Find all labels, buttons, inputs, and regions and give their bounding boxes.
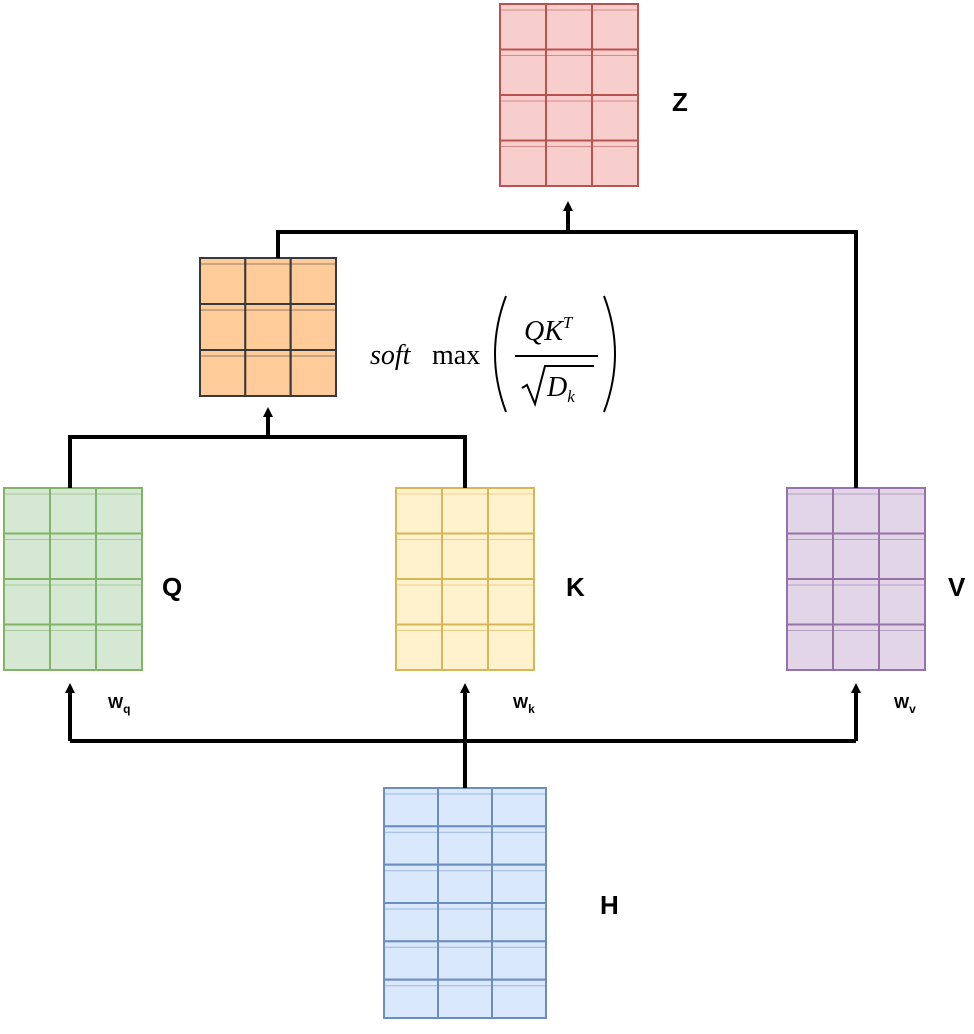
matrix-v-cell bbox=[878, 578, 926, 626]
matrix-q-cell bbox=[49, 487, 97, 535]
matrix-q-cell bbox=[3, 487, 51, 535]
matrix-z-cell bbox=[591, 94, 639, 142]
matrix-z-cell bbox=[591, 48, 639, 96]
matrix-v-cell bbox=[878, 487, 926, 535]
label-v: V bbox=[948, 572, 966, 602]
matrix-k-cell bbox=[487, 487, 535, 535]
matrix-v-cell bbox=[832, 623, 880, 671]
matrix-q-cell bbox=[95, 623, 143, 671]
weight-label-wq: Wq bbox=[108, 695, 130, 716]
matrix-q-cell bbox=[95, 487, 143, 535]
matrix-attn-cell bbox=[199, 303, 247, 351]
matrix-attention-scores bbox=[199, 257, 338, 397]
matrix-z-cell bbox=[499, 94, 547, 142]
matrix-z-cell bbox=[499, 48, 547, 96]
matrix-q-cell bbox=[3, 532, 51, 580]
connector-q-k-join bbox=[68, 435, 467, 488]
formula-denominator-sub: k bbox=[567, 387, 575, 406]
matrix-k-cell bbox=[487, 623, 535, 671]
matrix-q-cell bbox=[49, 578, 97, 626]
formula-sqrt-sign bbox=[521, 365, 594, 408]
matrix-z-cell bbox=[499, 3, 547, 51]
label-z: Z bbox=[672, 87, 688, 117]
matrix-k-cell bbox=[395, 487, 443, 535]
matrix-k bbox=[395, 487, 535, 671]
matrix-z-cell bbox=[545, 94, 593, 142]
formula-denominator-main: D bbox=[546, 372, 567, 403]
matrix-q-cell bbox=[49, 623, 97, 671]
matrix-k-cell bbox=[395, 532, 443, 580]
matrix-v-cell bbox=[878, 532, 926, 580]
matrix-v-cell bbox=[786, 532, 834, 580]
matrix-q-cell bbox=[3, 578, 51, 626]
matrix-z bbox=[499, 3, 639, 187]
label-q: Q bbox=[162, 572, 182, 602]
matrix-v-cell bbox=[832, 487, 880, 535]
matrix-attn-cell bbox=[289, 349, 338, 397]
matrix-v-cell bbox=[878, 623, 926, 671]
matrix-h bbox=[383, 787, 547, 1020]
matrix-z-cell bbox=[545, 3, 593, 51]
weight-label-wk: Wk bbox=[513, 695, 535, 716]
matrix-k-cell bbox=[441, 623, 489, 671]
matrix-k-cell bbox=[441, 532, 489, 580]
connector-scores-v-join bbox=[276, 230, 858, 488]
matrix-v-cell bbox=[786, 623, 834, 671]
softmax-formula: soft max QKT Dk bbox=[370, 295, 616, 413]
connectors bbox=[65, 201, 861, 788]
formula-numerator-main: QK bbox=[524, 316, 564, 347]
matrix-attn-cell bbox=[289, 303, 338, 351]
matrix-q bbox=[3, 487, 143, 671]
matrix-v bbox=[786, 487, 926, 671]
weight-wv-sub: v bbox=[909, 702, 916, 716]
weight-label-wv: Wv bbox=[894, 695, 916, 716]
matrix-k-cell bbox=[441, 578, 489, 626]
weight-wq-main: W bbox=[108, 695, 124, 712]
weight-wk-sub: k bbox=[528, 702, 535, 716]
label-k: K bbox=[566, 572, 585, 602]
matrix-attn-cell bbox=[244, 303, 292, 351]
matrix-k-cell bbox=[487, 532, 535, 580]
formula-numerator: QKT bbox=[524, 313, 574, 347]
matrix-v-cell bbox=[832, 578, 880, 626]
weight-wq-sub: q bbox=[123, 702, 130, 716]
matrix-attn-cell bbox=[199, 349, 247, 397]
formula-left-paren bbox=[494, 295, 507, 413]
matrix-z-cell bbox=[545, 48, 593, 96]
matrix-v-cell bbox=[786, 578, 834, 626]
weight-wv-main: W bbox=[894, 695, 910, 712]
matrix-k-cell bbox=[395, 578, 443, 626]
matrix-attn-cell bbox=[199, 257, 247, 305]
weight-wk-main: W bbox=[513, 695, 529, 712]
formula-soft: soft bbox=[370, 340, 412, 371]
matrix-v-cell bbox=[786, 487, 834, 535]
matrix-q-cell bbox=[95, 532, 143, 580]
matrix-k-cell bbox=[395, 623, 443, 671]
formula-right-paren bbox=[603, 295, 616, 413]
label-h: H bbox=[600, 890, 619, 920]
matrix-attn-cell bbox=[244, 257, 292, 305]
formula-numerator-sup: T bbox=[563, 313, 574, 332]
matrix-z-cell bbox=[591, 139, 639, 187]
formula-max: max bbox=[432, 340, 480, 371]
matrix-v-cell bbox=[832, 532, 880, 580]
formula-denominator: Dk bbox=[546, 372, 575, 406]
matrix-k-cell bbox=[441, 487, 489, 535]
matrix-q-cell bbox=[49, 532, 97, 580]
matrix-attn-cell bbox=[244, 349, 292, 397]
matrix-q-cell bbox=[3, 623, 51, 671]
matrix-z-cell bbox=[545, 139, 593, 187]
matrix-k-cell bbox=[487, 578, 535, 626]
matrix-z-cell bbox=[499, 139, 547, 187]
matrix-attn-cell bbox=[289, 257, 338, 305]
matrix-q-cell bbox=[95, 578, 143, 626]
matrix-z-cell bbox=[591, 3, 639, 51]
